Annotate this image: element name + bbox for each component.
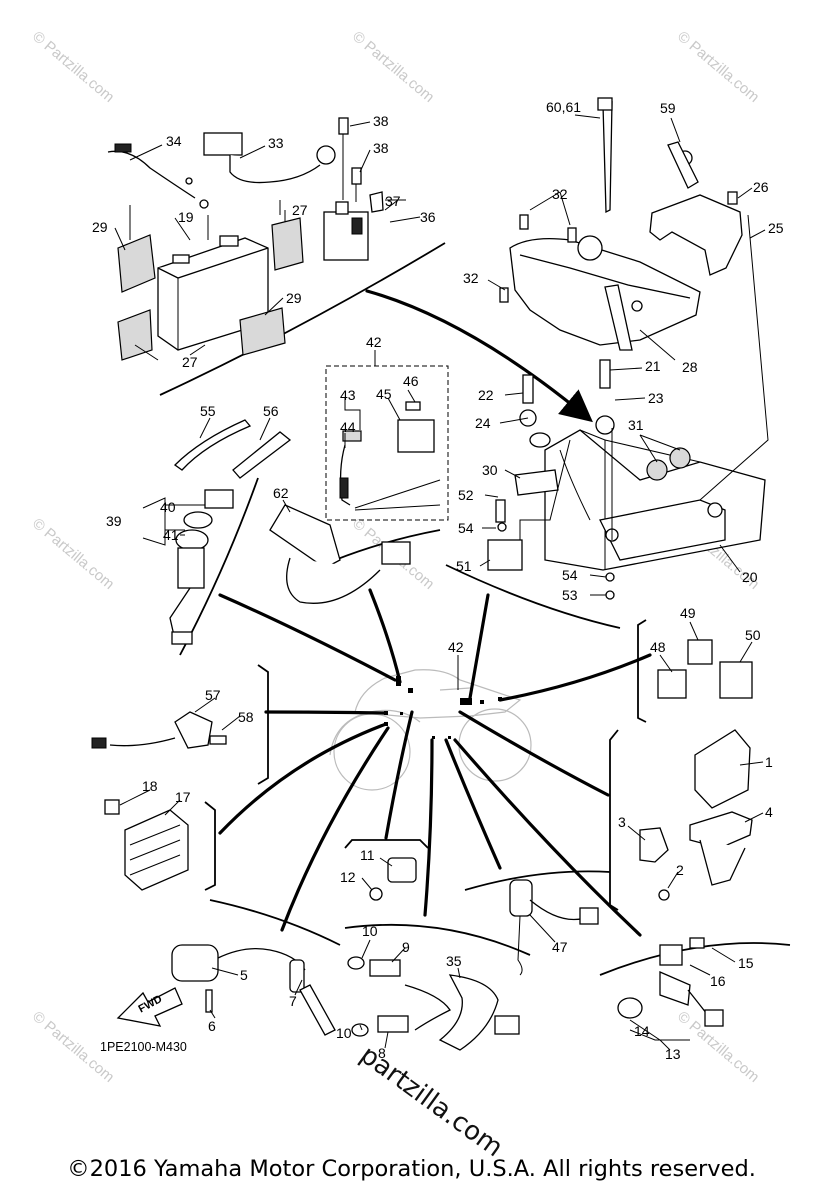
callout-19: 19 <box>178 209 194 225</box>
callout-4: 4 <box>765 804 773 820</box>
callout-12: 12 <box>340 869 356 885</box>
callout-43: 43 <box>340 387 356 403</box>
copyright-notice: ©2016 Yamaha Motor Corporation, U.S.A. A… <box>67 1156 756 1182</box>
leader-lines <box>114 114 766 1051</box>
callout-27: 27 <box>292 202 308 218</box>
callout-51: 51 <box>456 558 472 574</box>
callout-6061: 60,61 <box>546 99 581 115</box>
callout-49: 49 <box>680 605 696 621</box>
callout-2: 2 <box>676 862 684 878</box>
callout-38: 38 <box>373 113 389 129</box>
callout-47: 47 <box>552 939 568 955</box>
callout-5: 5 <box>240 967 248 983</box>
speed-sensor-group <box>599 937 791 1041</box>
callout-32: 32 <box>552 186 568 202</box>
callout-11: 11 <box>360 847 375 863</box>
callout-13: 13 <box>665 1046 681 1062</box>
callout-46: 46 <box>403 373 419 389</box>
callout-26: 26 <box>753 179 769 195</box>
tray-group <box>445 97 769 629</box>
callout-10: 10 <box>362 923 378 939</box>
callout-18: 18 <box>142 778 158 794</box>
callout-59: 59 <box>660 100 676 116</box>
callout-42: 42 <box>366 334 382 350</box>
callout-35: 35 <box>446 953 462 969</box>
callout-3: 3 <box>618 814 626 830</box>
callout-24: 24 <box>475 415 491 431</box>
callout-38: 38 <box>373 140 389 156</box>
callout-48: 48 <box>650 639 666 655</box>
callout-31: 31 <box>628 417 644 433</box>
sensor-group <box>344 839 531 1051</box>
callouts: 34 33 38 38 37 36 19 29 27 29 27 60,61 5… <box>92 99 784 1062</box>
rectifier-group <box>104 799 216 891</box>
motorcycle-outline <box>329 669 532 791</box>
callout-50: 50 <box>745 627 761 643</box>
relay-box-group <box>637 619 753 723</box>
callout-32: 32 <box>463 270 479 286</box>
callout-20: 20 <box>742 569 758 585</box>
callout-14: 14 <box>634 1023 650 1039</box>
callout-8: 8 <box>378 1045 386 1061</box>
connector-62 <box>269 504 441 604</box>
callout-39: 39 <box>106 513 122 529</box>
callout-37: 37 <box>385 193 401 209</box>
sensor-57 <box>91 664 269 785</box>
callout-17: 17 <box>175 789 191 805</box>
battery-group <box>107 117 446 396</box>
callout-33: 33 <box>268 135 284 151</box>
callout-56: 56 <box>263 403 279 419</box>
callout-27: 27 <box>182 354 198 370</box>
callout-62: 62 <box>273 485 289 501</box>
callout-58: 58 <box>238 709 254 725</box>
callout-25: 25 <box>768 220 784 236</box>
callout-10: 10 <box>336 1025 352 1041</box>
callout-45: 45 <box>376 386 392 402</box>
callout-29: 29 <box>286 290 302 306</box>
callout-57: 57 <box>205 687 221 703</box>
callout-52: 52 <box>458 487 474 503</box>
callout-55: 55 <box>200 403 216 419</box>
callout-7: 7 <box>289 993 297 1009</box>
callout-54: 54 <box>458 520 474 536</box>
callout-6: 6 <box>208 1018 216 1034</box>
callout-34: 34 <box>166 133 182 149</box>
callout-29: 29 <box>92 219 108 235</box>
callout-9: 9 <box>402 939 410 955</box>
callout-53: 53 <box>562 587 578 603</box>
callout-36: 36 <box>420 209 436 225</box>
callout-42: 42 <box>448 639 464 655</box>
callout-30: 30 <box>482 462 498 478</box>
sensor-47 <box>464 870 611 976</box>
callout-28: 28 <box>682 359 698 375</box>
callout-22: 22 <box>478 387 494 403</box>
callout-16: 16 <box>710 973 726 989</box>
connector-lines <box>218 289 652 937</box>
callout-1: 1 <box>765 754 773 770</box>
relay-group <box>325 365 449 521</box>
callout-23: 23 <box>648 390 664 406</box>
harness-blobs <box>384 676 502 739</box>
diagram-code: 1PE2100-M430 <box>100 1040 187 1054</box>
callout-40: 40 <box>160 499 176 515</box>
callout-54: 54 <box>562 567 578 583</box>
switch-group <box>169 419 292 656</box>
ecu-group <box>609 729 753 911</box>
callout-41: 41 <box>163 527 179 543</box>
callout-21: 21 <box>645 358 661 374</box>
coil-group <box>116 899 341 1036</box>
callout-15: 15 <box>738 955 754 971</box>
callout-44: 44 <box>340 419 356 435</box>
